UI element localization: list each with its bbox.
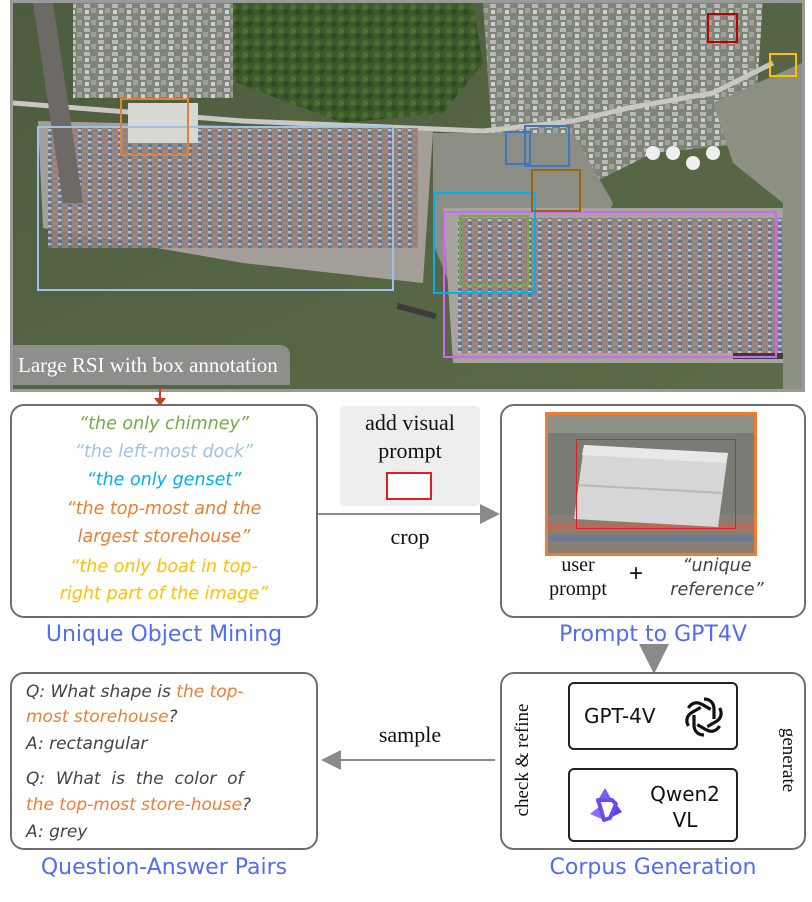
qwen-box: Qwen2 VL <box>568 768 738 842</box>
box-top-most-storehouse <box>120 98 189 156</box>
unique-ref-line1: “unique <box>682 556 752 576</box>
crop-label: crop <box>390 524 430 549</box>
cropped-storehouse-image <box>545 412 757 556</box>
box-genset <box>433 192 536 294</box>
red-box-icon <box>386 472 432 500</box>
qa-q2-line1: Q: What is the color of <box>26 769 244 789</box>
phrase-genset: “the only genset” <box>86 470 242 490</box>
check-refine-label: check & refine <box>512 703 533 817</box>
qa-caption: Question-Answer Pairs <box>40 855 288 880</box>
visual-prompt-line1: add visual <box>365 410 455 435</box>
qa-q1-prefix: Q: What shape is <box>26 682 177 702</box>
satellite-scene <box>13 3 802 389</box>
gpt4v-box: GPT-4V <box>568 682 738 750</box>
gpt-prompt-caption: Prompt to GPT4V <box>559 622 747 647</box>
box-blue-building <box>524 125 570 167</box>
qa-q2-line2: the top-most store-house? <box>26 795 251 815</box>
box-large-dock-right <box>443 211 777 358</box>
rsi-caption: Large RSI with box annotation <box>10 345 290 385</box>
qa-q1-suffix: ? <box>168 707 178 727</box>
qa-q1-line2: most storehouse? <box>26 707 178 727</box>
gpt4v-label: GPT-4V <box>584 704 656 728</box>
red-visual-prompt-box <box>576 439 736 529</box>
phrase-boat-line2: right part of the image” <box>59 584 269 604</box>
phrase-boat-line1: “the only boat in top- <box>70 557 258 577</box>
generate-label: generate <box>778 727 799 793</box>
user-prompt-line1: user <box>561 554 595 576</box>
openai-icon <box>685 697 723 737</box>
gpt-prompt-panel: user prompt + “unique reference” <box>500 404 806 618</box>
qwen-icon <box>590 788 622 822</box>
plus-sign: + <box>628 560 643 587</box>
box-left-most-dock <box>37 126 394 291</box>
phrase-left-most-dock: “the left-most dock” <box>74 442 254 462</box>
qa-a1: A: rectangular <box>26 734 148 754</box>
unique-ref-line2: reference” <box>670 580 764 600</box>
corpus-caption: Corpus Generation <box>549 855 757 880</box>
qa-q1-highlight2: most storehouse <box>26 707 169 727</box>
qa-q1-highlight1: the top- <box>176 682 244 702</box>
satellite-image <box>10 0 805 392</box>
qa-a2: A: grey <box>26 822 88 842</box>
qwen-line2: VL <box>672 808 698 832</box>
box-red-building <box>707 13 738 43</box>
qa-q2-suffix: ? <box>241 795 251 815</box>
phrase-chimney: “the only chimney” <box>79 414 249 434</box>
box-blue-building-small <box>505 131 531 165</box>
box-brown-building <box>531 169 581 212</box>
mining-panel: “the only chimney” “the left-most dock” … <box>10 404 318 618</box>
qwen-line1: Qwen2 <box>650 782 720 806</box>
corpus-panel: check & refine generate GPT-4V Qwen2 VL <box>500 672 806 850</box>
qa-q1-line1: Q: What shape is the top- <box>26 682 244 702</box>
visual-prompt-box: add visual prompt <box>340 406 480 506</box>
qa-q2-highlight: the top-most store-house <box>26 795 242 815</box>
phrase-storehouse-line1: “the top-most and the <box>66 499 262 519</box>
phrase-storehouse-line2: largest storehouse” <box>77 527 251 547</box>
box-boat-top-right <box>769 53 797 77</box>
box-chimney <box>459 215 529 286</box>
sample-label: sample <box>378 722 442 747</box>
visual-prompt-line2: prompt <box>378 438 442 463</box>
qa-panel: Q: What shape is the top- most storehous… <box>10 672 318 850</box>
cropped-scene <box>548 415 754 553</box>
mining-caption: Unique Object Mining <box>45 622 283 647</box>
arrow-satellite-head <box>154 398 166 406</box>
user-prompt-line2: prompt <box>549 578 607 600</box>
